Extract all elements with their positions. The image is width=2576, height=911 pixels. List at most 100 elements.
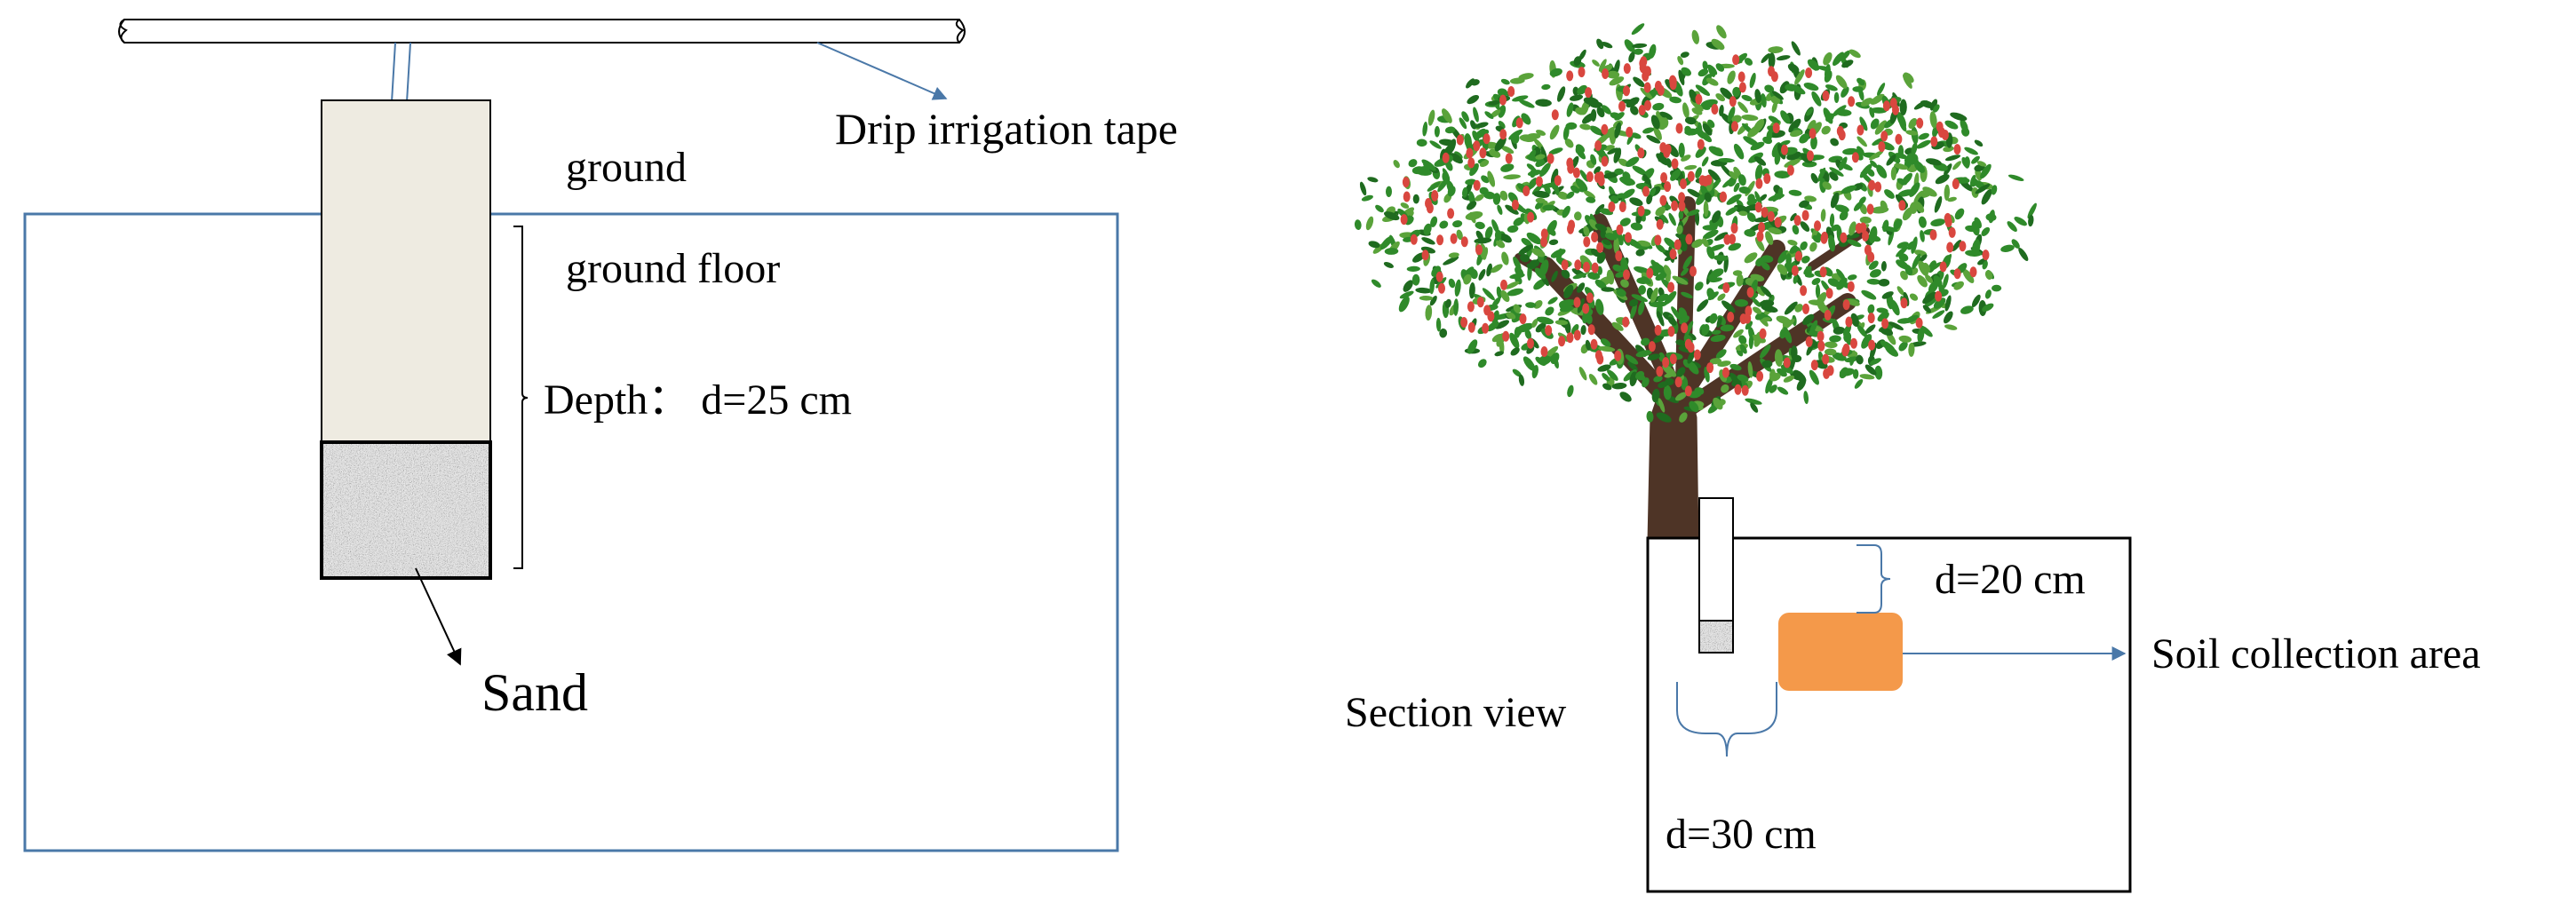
leaf [1766, 130, 1773, 142]
fruit [1772, 123, 1780, 134]
leaf [1607, 369, 1618, 381]
fruit [1431, 190, 1439, 201]
fruit [1586, 292, 1594, 304]
leaf [1761, 53, 1770, 63]
fruit [1623, 63, 1631, 75]
fruit [1881, 318, 1889, 329]
fruit [1585, 87, 1593, 99]
leaf [1856, 354, 1864, 365]
fruit [1667, 281, 1675, 293]
leaf [2014, 217, 2027, 226]
leaf [1611, 321, 1624, 331]
leaf [1512, 95, 1529, 102]
fruit [1638, 105, 1646, 115]
leaf [1755, 286, 1765, 297]
sand-layer [320, 440, 492, 580]
leaf [1500, 146, 1515, 154]
leaf [1513, 217, 1524, 226]
leaf [1399, 290, 1414, 299]
leaf [1748, 334, 1754, 350]
leaf [1454, 279, 1461, 297]
leaf [1733, 182, 1740, 193]
fruit [1825, 288, 1833, 299]
fruit [1622, 316, 1630, 328]
leaf [1598, 345, 1616, 353]
leaf [1799, 200, 1809, 208]
leaf [1971, 186, 1979, 198]
leaf [1909, 182, 1920, 197]
d20-bracket [1856, 544, 1891, 614]
leaf [1760, 299, 1775, 308]
leaf [1943, 311, 1953, 324]
leaf [1384, 248, 1399, 255]
leaf [1646, 194, 1653, 205]
leaf [1383, 262, 1394, 268]
leaf [1777, 250, 1789, 264]
leaf [1681, 291, 1693, 299]
leaf [1720, 87, 1733, 100]
leaf [1467, 95, 1480, 105]
leaf [1777, 386, 1789, 395]
fruit [1643, 66, 1651, 77]
leaf [1753, 306, 1762, 314]
fruit [1487, 311, 1495, 322]
fruit [1618, 100, 1626, 112]
fruit [1734, 384, 1742, 395]
leaf [1689, 400, 1699, 413]
leaf [1856, 136, 1867, 147]
leaf [1652, 102, 1665, 111]
leaf [1799, 133, 1809, 144]
leaf [1844, 356, 1859, 363]
leaf [1718, 157, 1735, 163]
leaf [1447, 186, 1456, 197]
leaf [1691, 107, 1703, 115]
leaf [1443, 256, 1459, 265]
leaf [1367, 177, 1379, 183]
leaf [1666, 158, 1673, 168]
leaf [1541, 83, 1551, 91]
leaf [1825, 341, 1838, 349]
leaf [1890, 166, 1897, 181]
fruit [1822, 90, 1830, 101]
leaf [1398, 296, 1410, 313]
leaf [1529, 259, 1540, 268]
leaf [1859, 216, 1872, 224]
leaf [1759, 194, 1768, 202]
leaf [1928, 262, 1943, 272]
leaf [1741, 94, 1753, 101]
leaf [1739, 344, 1747, 354]
leaf [1411, 273, 1420, 286]
fruit [1802, 303, 1809, 314]
fruit [1654, 324, 1662, 336]
fruit [1558, 336, 1566, 347]
leaf [1750, 402, 1759, 413]
leaf [1616, 289, 1626, 297]
fruit [1767, 210, 1775, 222]
leaf [1753, 217, 1770, 223]
leaf [1830, 192, 1840, 209]
fruit [1523, 186, 1530, 196]
leaf [1864, 364, 1877, 376]
fruit [1505, 153, 1513, 164]
leaf [1494, 351, 1504, 357]
leaf [1498, 121, 1506, 129]
leaf [1533, 300, 1543, 309]
leaf [1991, 185, 1998, 195]
fruit [1729, 96, 1737, 107]
leaf [1719, 104, 1724, 116]
fruit [1618, 202, 1626, 212]
leaf [1731, 115, 1742, 123]
leaf [1573, 56, 1582, 67]
leaf [1761, 261, 1770, 271]
leaf [1677, 55, 1684, 66]
fruit [1866, 203, 1874, 215]
leaf [1707, 65, 1716, 77]
leaf [1459, 117, 1467, 130]
fruit [1626, 126, 1634, 138]
leaf [1922, 262, 1931, 273]
leaf [1749, 73, 1756, 89]
leaf [1964, 156, 1970, 169]
leaf [1513, 304, 1521, 313]
leaf [1787, 240, 1798, 246]
leaf [1903, 72, 1914, 83]
